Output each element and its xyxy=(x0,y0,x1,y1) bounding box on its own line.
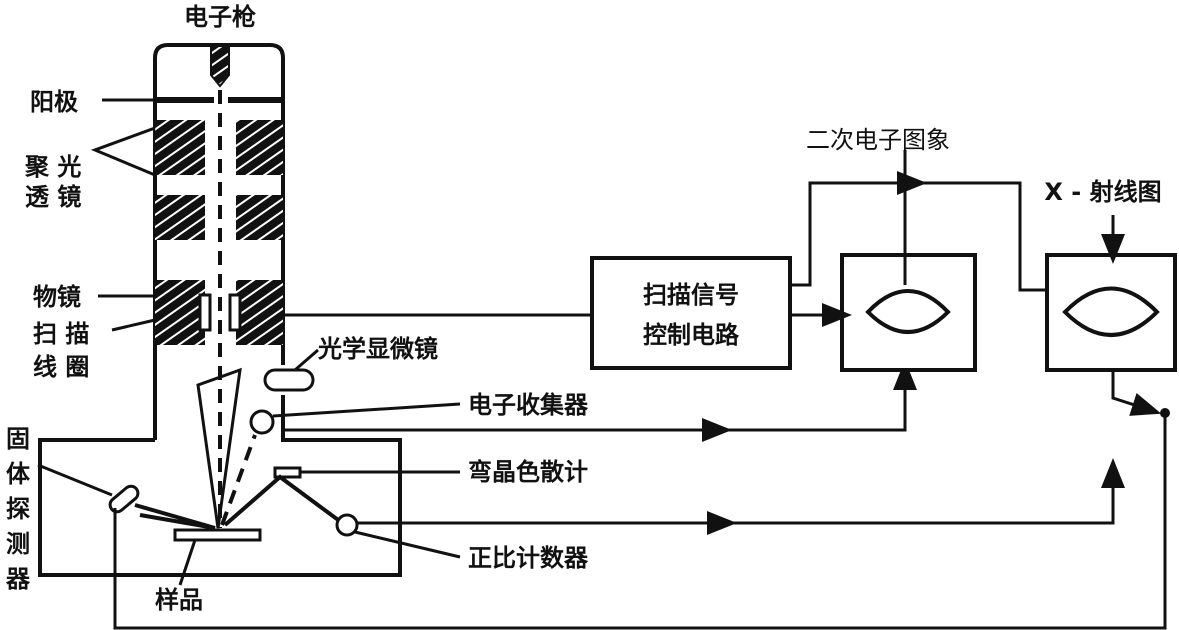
crt-screen-icon xyxy=(865,289,951,334)
objective-lens-left xyxy=(155,280,205,345)
electron-gun-icon xyxy=(210,45,230,88)
label-anode: 阳极 xyxy=(30,88,78,116)
label-condenser-1: 聚 光 xyxy=(24,153,81,181)
label-sample: 样品 xyxy=(155,586,203,614)
scan-coil-right xyxy=(228,293,242,332)
label-scan-control-2: 控制电路 xyxy=(643,321,740,349)
proportional-counter-icon xyxy=(335,513,359,537)
label-xray-image: X - 射线图 xyxy=(1044,178,1161,206)
label-secondary-electron-image: 二次电子图象 xyxy=(806,126,950,154)
label-solid-detector-1: 固 xyxy=(6,425,30,453)
sample-stage xyxy=(173,528,262,542)
label-scan-control-1: 扫描信号 xyxy=(643,281,739,309)
label-electron-collector: 电子收集器 xyxy=(468,391,589,419)
label-solid-detector-5: 器 xyxy=(5,565,31,593)
label-objective: 物镜 xyxy=(33,283,81,311)
label-solid-detector-2: 体 xyxy=(6,460,31,488)
crt-screen-icon xyxy=(1062,286,1160,337)
solid-detector-icon xyxy=(108,484,140,514)
counter-signal-line xyxy=(357,458,1125,525)
condenser-lens-2-right xyxy=(236,195,283,240)
label-condenser-2: 透 镜 xyxy=(25,183,81,211)
optical-microscope-icon xyxy=(263,368,315,392)
objective-lens-right xyxy=(236,280,283,345)
secondary-electron-path xyxy=(220,434,257,526)
anode-plate-left xyxy=(157,97,214,103)
beam-cone xyxy=(196,367,242,529)
anode-plate-right xyxy=(228,97,282,103)
electron-collector-icon xyxy=(249,409,275,435)
signal-switch xyxy=(1111,370,1162,416)
label-scan-coil-2: 线 圈 xyxy=(33,353,89,381)
label-bent-crystal-spectrometer: 弯晶色散计 xyxy=(468,458,588,486)
label-optical-microscope: 光学显微镜 xyxy=(317,335,438,363)
condenser-lens-1-left xyxy=(155,120,205,175)
label-scan-coil-1: 扫 描 xyxy=(33,320,89,348)
scan-control-box xyxy=(590,256,792,370)
label-electron-gun: 电子枪 xyxy=(184,3,256,31)
label-proportional-counter: 正比计数器 xyxy=(468,544,589,572)
condenser-lens-1-right xyxy=(236,120,283,175)
label-solid-detector-3: 探 xyxy=(6,495,30,523)
label-solid-detector-4: 测 xyxy=(6,530,30,558)
scan-coil-left xyxy=(198,293,212,332)
condenser-lens-2-left xyxy=(155,195,205,240)
secondary-electron-crt xyxy=(840,253,977,372)
solid-detector-signal-line xyxy=(113,413,1167,630)
collector-signal-line xyxy=(283,360,917,432)
